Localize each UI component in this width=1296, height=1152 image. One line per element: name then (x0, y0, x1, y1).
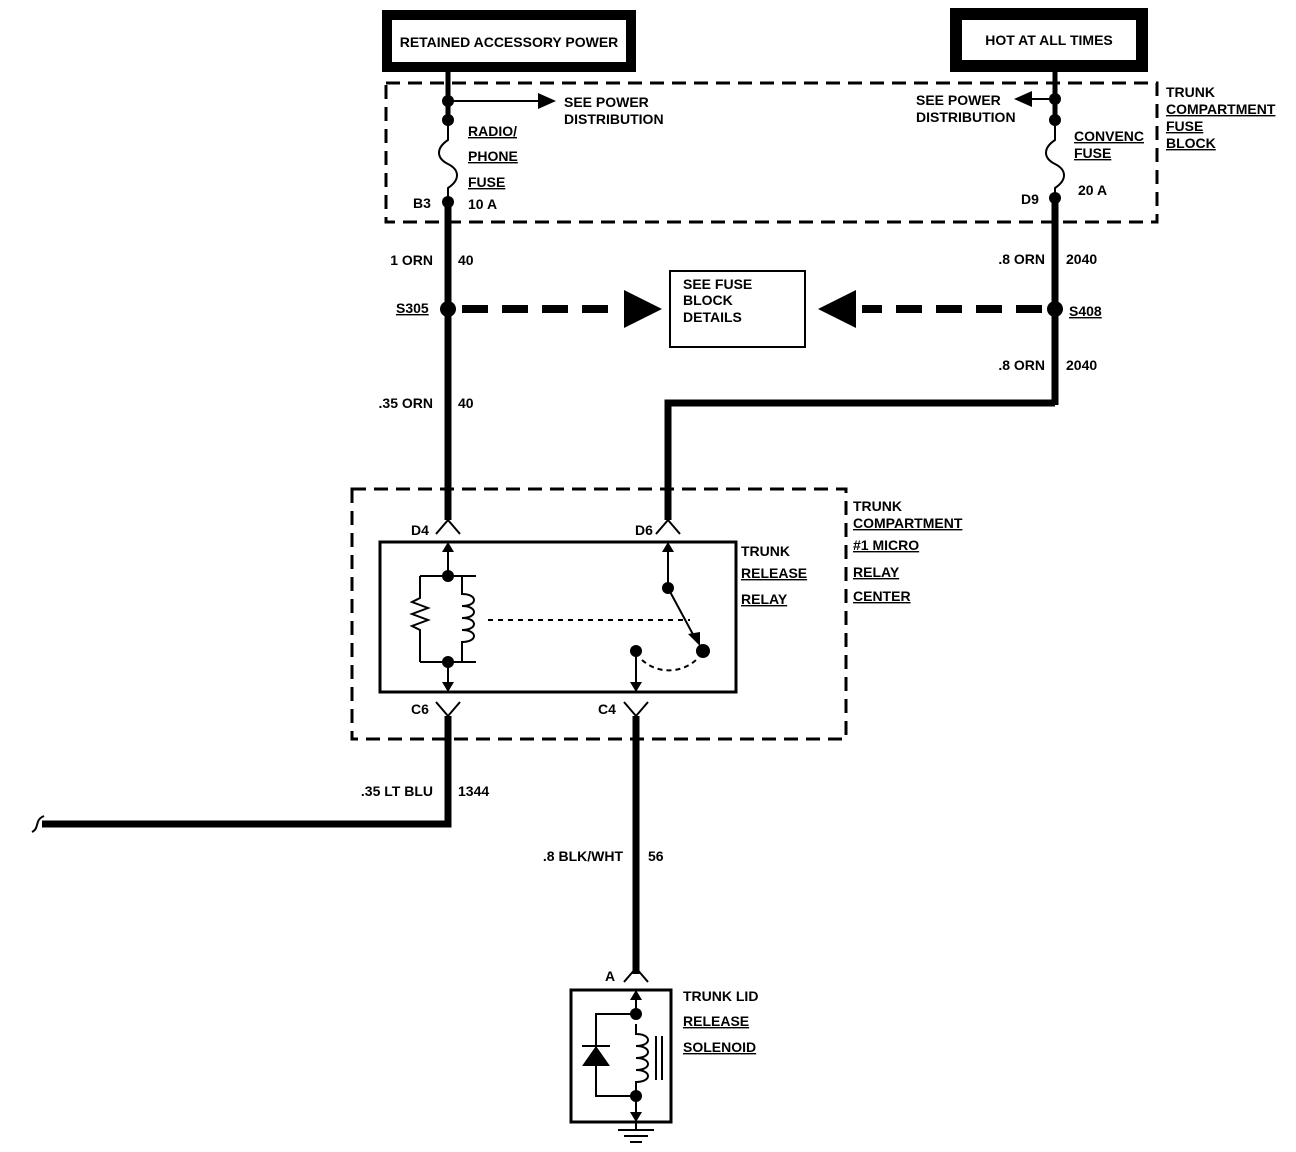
svg-text:TRUNK: TRUNK (741, 543, 790, 559)
terminal-d9-label: D9 (1021, 191, 1039, 207)
wire-label-right-upper: .8 ORN 2040 (998, 251, 1097, 267)
svg-text:.8 BLK/WHT: .8 BLK/WHT (543, 848, 624, 864)
svg-text:.35 ORN: .35 ORN (379, 395, 433, 411)
relay-switch-arm-icon (667, 587, 697, 641)
splice-s408-node (1047, 301, 1063, 317)
reference-arrow-right-icon (624, 290, 662, 328)
pin-a-label: A (605, 968, 615, 984)
svg-text:FUSE: FUSE (1166, 118, 1203, 134)
svg-text:SOLENOID: SOLENOID (683, 1039, 756, 1055)
relay-coil-icon (461, 576, 475, 662)
relay-resistor-icon (409, 576, 431, 662)
pin-d4-label: D4 (411, 522, 429, 538)
trunk-release-relay-body (378, 540, 738, 694)
left-see-power-label: SEE POWER DISTRIBUTION (564, 94, 664, 127)
trunk-release-relay-label: TRUNK RELEASE RELAY (741, 543, 807, 607)
svg-text:SEE POWER: SEE POWER (564, 94, 649, 110)
svg-text:DISTRIBUTION: DISTRIBUTION (916, 109, 1016, 125)
svg-text:40: 40 (458, 252, 474, 268)
output-circuit-1344-wire (42, 716, 452, 828)
wire-label-output-left: .35 LT BLU 1344 (361, 783, 489, 799)
pin-c6-connector-icon (435, 701, 461, 718)
pin-c4-label: C4 (598, 701, 616, 717)
trunk-lid-release-solenoid-label: TRUNK LID RELEASE SOLENOID (683, 988, 758, 1055)
pin-c4-connector-icon (623, 701, 649, 718)
svg-text:COMPARTMENT: COMPARTMENT (1166, 101, 1276, 117)
left-see-power-arrow-icon (538, 93, 556, 109)
right-circuit-2040-route-wire (664, 399, 1055, 520)
svg-text:.35 LT BLU: .35 LT BLU (361, 783, 433, 799)
pin-c6-label: C6 (411, 701, 429, 717)
right-see-power-label: SEE POWER DISTRIBUTION (916, 92, 1016, 125)
pin-d4-connector-icon (435, 518, 461, 535)
svg-text:1 ORN: 1 ORN (390, 252, 433, 268)
svg-text:CENTER: CENTER (853, 588, 911, 604)
svg-text:20 A: 20 A (1078, 182, 1107, 198)
power-source-hot-at-all-times: HOT AT ALL TIMES (950, 8, 1148, 72)
fuse-details-label: SEE FUSE BLOCK DETAILS (683, 276, 752, 325)
svg-text:10 A: 10 A (468, 196, 497, 212)
svg-text:BLOCK: BLOCK (1166, 135, 1216, 151)
ground-icon (618, 1129, 654, 1143)
svg-text:TRUNK: TRUNK (853, 498, 902, 514)
power-source-right-label: HOT AT ALL TIMES (985, 32, 1113, 48)
power-source-retained-accessory: RETAINED ACCESSORY POWER (382, 10, 636, 72)
wire-label-right-lower: .8 ORN 2040 (998, 357, 1097, 373)
svg-text:COMPARTMENT: COMPARTMENT (853, 515, 963, 531)
svg-text:RELEASE: RELEASE (741, 565, 807, 581)
fuse-block-name: TRUNK COMPARTMENT FUSE BLOCK (1166, 84, 1276, 151)
pin-d6-connector-icon (655, 518, 681, 535)
relay-contact-arc (641, 657, 699, 672)
svg-text:SEE POWER: SEE POWER (916, 92, 1001, 108)
splice-s305-node (440, 301, 456, 317)
power-source-left-label: RETAINED ACCESSORY POWER (400, 34, 619, 50)
solenoid-coil-icon (635, 1024, 649, 1096)
fuse-block-outline (384, 81, 1159, 224)
relay-center-outline (350, 487, 848, 741)
svg-text:.8 ORN: .8 ORN (998, 251, 1045, 267)
splice-s408-label: S408 (1069, 303, 1102, 319)
svg-text:RELAY: RELAY (741, 591, 788, 607)
svg-text:FUSE: FUSE (1074, 145, 1111, 161)
svg-text:RELAY: RELAY (853, 564, 900, 580)
svg-text:2040: 2040 (1066, 251, 1097, 267)
svg-text:FUSE: FUSE (468, 174, 505, 190)
relay-center-name: TRUNK COMPARTMENT #1 MICRO RELAY CENTER (853, 498, 963, 604)
trunk-lid-release-solenoid-body (569, 988, 673, 1124)
svg-text:DISTRIBUTION: DISTRIBUTION (564, 111, 664, 127)
svg-text:.8 ORN: .8 ORN (998, 357, 1045, 373)
svg-text:#1 MICRO: #1 MICRO (853, 537, 919, 553)
wire-label-left-lower: .35 ORN 40 (379, 395, 474, 411)
radio-phone-fuse-element-icon (438, 120, 458, 202)
svg-text:TRUNK LID: TRUNK LID (683, 988, 758, 1004)
svg-text:1344: 1344 (458, 783, 489, 799)
svg-text:2040: 2040 (1066, 357, 1097, 373)
fuse-details-box (669, 270, 806, 348)
svg-text:CONVENC: CONVENC (1074, 128, 1144, 144)
wire-break-icon (31, 815, 45, 833)
wire-label-left-upper: 1 ORN 40 (390, 252, 474, 268)
svg-text:RELEASE: RELEASE (683, 1013, 749, 1029)
svg-text:BLOCK: BLOCK (683, 292, 733, 308)
splice-s305-label: S305 (396, 300, 429, 316)
convenc-fuse-label: CONVENC FUSE 20 A (1074, 128, 1144, 198)
svg-text:PHONE: PHONE (468, 148, 518, 164)
pin-a-connector-icon (623, 966, 649, 983)
svg-text:RADIO/: RADIO/ (468, 123, 517, 139)
pin-d6-label: D6 (635, 522, 653, 538)
convenc-fuse-element-icon (1045, 120, 1065, 198)
svg-text:40: 40 (458, 395, 474, 411)
svg-text:SEE FUSE: SEE FUSE (683, 276, 752, 292)
terminal-b3-label: B3 (413, 195, 431, 211)
svg-text:TRUNK: TRUNK (1166, 84, 1215, 100)
radio-phone-fuse-label: RADIO/ PHONE FUSE 10 A (468, 123, 518, 212)
svg-text:DETAILS: DETAILS (683, 309, 742, 325)
solenoid-diode-icon (582, 1046, 610, 1066)
wire-label-output-solenoid: .8 BLK/WHT 56 (543, 848, 664, 864)
reference-arrow-left-icon (818, 290, 856, 328)
svg-text:56: 56 (648, 848, 664, 864)
right-see-power-arrow-icon (1014, 91, 1032, 107)
